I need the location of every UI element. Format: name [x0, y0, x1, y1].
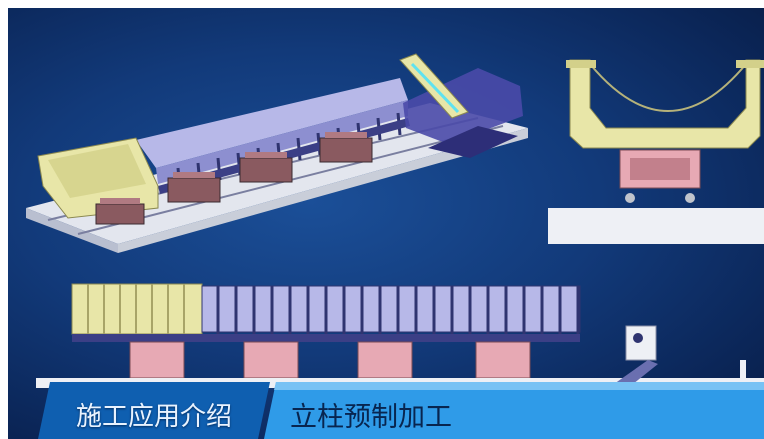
assembly-3d-view: [26, 53, 528, 253]
construction-scene: [26, 53, 764, 439]
section-base-platform: [548, 208, 764, 244]
side-machine-support: [614, 360, 658, 388]
side-base-beam: [72, 334, 580, 342]
u-mold-top-lip-right: [736, 60, 764, 68]
side-machine-dial: [633, 333, 643, 343]
side-cart: [475, 341, 531, 379]
pink-cart: [167, 172, 221, 203]
u-mold-top-lip-left: [566, 60, 596, 68]
u-mold-curve: [589, 63, 747, 112]
caption-right-highlight: [274, 382, 764, 390]
side-purple-ribs: [216, 286, 580, 342]
yellow-end-mold-inner: [48, 144, 146, 198]
cart-wheel: [625, 193, 635, 203]
caption-section-label: 施工应用介绍: [76, 401, 233, 432]
section-view-u-mold: [548, 59, 764, 244]
side-yellow-ribs: [87, 284, 185, 334]
cart-wheel: [685, 193, 695, 203]
side-cart: [129, 341, 185, 379]
platform-side: [118, 128, 528, 253]
pink-cart: [239, 152, 293, 183]
curved-mold-trough: [136, 78, 408, 168]
pink-cart: [95, 198, 145, 225]
video-stage: 施工应用介绍 立柱预制加工: [8, 8, 764, 439]
side-view-mold-assembly: [36, 283, 764, 388]
side-cart: [243, 341, 299, 379]
side-machine-head: [625, 325, 657, 361]
pink-cart: [319, 132, 373, 163]
cyan-light-bar: [410, 62, 460, 114]
side-post: [740, 360, 746, 384]
side-purple-mold: [201, 285, 581, 333]
section-cart-inner: [630, 158, 690, 180]
caption-title: 立柱预制加工: [290, 401, 452, 433]
purple-gantry-frame: [428, 126, 518, 158]
side-cart: [357, 341, 413, 379]
caption-left-background: [38, 382, 270, 439]
caption-right-background: [264, 382, 764, 439]
